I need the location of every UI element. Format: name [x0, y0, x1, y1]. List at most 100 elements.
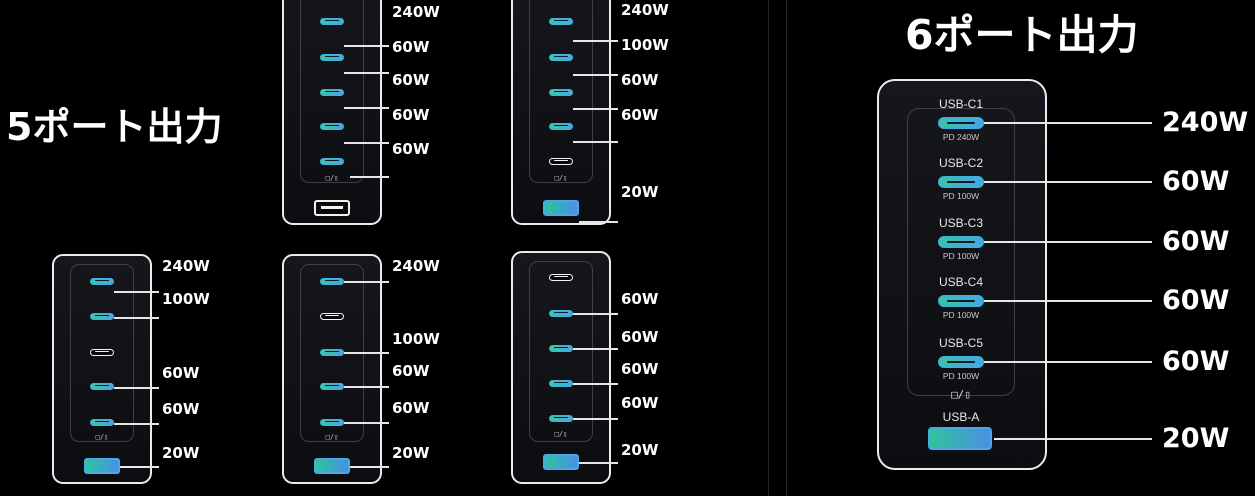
usb-c-port: [549, 344, 573, 352]
leader-line: [573, 418, 618, 420]
display-orientation-icon: □/▯: [554, 174, 568, 182]
port-wattage: 240W: [392, 3, 440, 21]
section-divider: [786, 0, 787, 496]
port-wattage: 20W: [162, 444, 200, 462]
port-wattage: 100W: [621, 36, 669, 54]
display-orientation-icon: □/▯: [554, 430, 568, 438]
leader-line: [984, 241, 1152, 243]
leader-line: [573, 40, 618, 42]
port-wattage: 60W: [392, 38, 430, 56]
leader-line: [579, 221, 618, 223]
usb-c-port: [90, 418, 114, 426]
port-wattage: 60W: [621, 328, 659, 346]
usb-c-port: [549, 273, 573, 281]
port-wattage: 60W: [1162, 285, 1230, 316]
port-name-label: USB-C5: [938, 336, 983, 350]
leader-line: [984, 122, 1152, 124]
display-orientation-icon: □/▯: [325, 174, 339, 182]
usb-c-port: [938, 356, 984, 368]
usb-a-port: [84, 458, 120, 474]
port-wattage: 60W: [392, 362, 430, 380]
leader-line: [994, 438, 1152, 440]
port-wattage: 60W: [1162, 166, 1230, 197]
usb-c-port: [320, 53, 344, 61]
usb-c-port: [90, 277, 114, 285]
usb-c-port: [549, 379, 573, 387]
port-wattage: 60W: [392, 71, 430, 89]
usb-a-port: [543, 454, 579, 470]
leader-line: [573, 313, 618, 315]
port-spec-label: PD 100W: [942, 310, 980, 320]
leader-line: [573, 348, 618, 350]
leader-line: [114, 291, 159, 293]
leader-line: [573, 383, 618, 385]
port-wattage: 60W: [162, 400, 200, 418]
port-wattage: 60W: [621, 71, 659, 89]
port-spec-label: PD 100W: [942, 371, 980, 381]
usb-c-group-outline: [907, 108, 1015, 396]
port-wattage: 60W: [621, 394, 659, 412]
display-orientation-icon: □/▯: [95, 433, 109, 441]
usb-c-port: [320, 17, 344, 25]
leader-line: [114, 387, 159, 389]
leader-line: [344, 142, 389, 144]
port-spec-label: PD 100W: [942, 251, 980, 261]
usb-c-port: [549, 157, 573, 165]
usb-a-watt: 20W: [1162, 423, 1230, 454]
usb-c-port: [549, 17, 573, 25]
charger-device: [282, 0, 382, 225]
display-orientation-icon: □/▯: [325, 433, 339, 441]
port-wattage: 100W: [392, 330, 440, 348]
leader-line: [120, 466, 159, 468]
port-wattage: 60W: [621, 360, 659, 378]
port-wattage: 60W: [621, 290, 659, 308]
leader-line: [984, 361, 1152, 363]
leader-line: [344, 107, 389, 109]
usb-c-port: [320, 348, 344, 356]
port-wattage: 240W: [392, 257, 440, 275]
leader-line: [344, 352, 389, 354]
port-name-label: USB-C4: [938, 275, 983, 289]
leader-line: [579, 462, 618, 464]
port-wattage: 60W: [1162, 226, 1230, 257]
usb-c-port: [90, 348, 114, 356]
usb-a-port: [314, 458, 350, 474]
usb-c-group-outline: [70, 264, 134, 442]
leader-line: [573, 108, 618, 110]
port-wattage: 60W: [392, 140, 430, 158]
usb-c-port: [549, 414, 573, 422]
usb-a-label: USB-A: [942, 410, 980, 424]
six-port-heading: 6ポート出力: [905, 11, 1139, 59]
port-wattage: 240W: [1162, 107, 1249, 138]
leader-line: [573, 74, 618, 76]
usb-c-group-outline: [300, 0, 364, 183]
usb-c-port: [320, 122, 344, 130]
usb-c-port: [938, 295, 984, 307]
port-wattage: 60W: [392, 106, 430, 124]
port-name-label: USB-C2: [938, 156, 983, 170]
six-port-charger: [877, 79, 1047, 470]
usb-c-port: [320, 312, 344, 320]
port-wattage: 60W: [162, 364, 200, 382]
charger-device: [511, 251, 611, 484]
leader-line: [350, 176, 389, 178]
port-name-label: USB-C3: [938, 216, 983, 230]
usb-a-port: [314, 200, 350, 216]
port-wattage: 20W: [621, 441, 659, 459]
leader-line: [344, 72, 389, 74]
port-wattage: 240W: [162, 257, 210, 275]
leader-line: [984, 300, 1152, 302]
port-wattage: 20W: [621, 183, 659, 201]
leader-line: [344, 386, 389, 388]
usb-a-port: [543, 200, 579, 216]
port-wattage: 240W: [621, 1, 669, 19]
port-wattage: 20W: [392, 444, 430, 462]
port-wattage: 60W: [392, 399, 430, 417]
usb-c-port: [320, 382, 344, 390]
usb-c-port: [938, 176, 984, 188]
leader-line: [344, 45, 389, 47]
charger-device: [282, 254, 382, 484]
port-wattage: 60W: [1162, 346, 1230, 377]
leader-line: [344, 281, 389, 283]
usb-c-group-outline: [529, 261, 593, 442]
